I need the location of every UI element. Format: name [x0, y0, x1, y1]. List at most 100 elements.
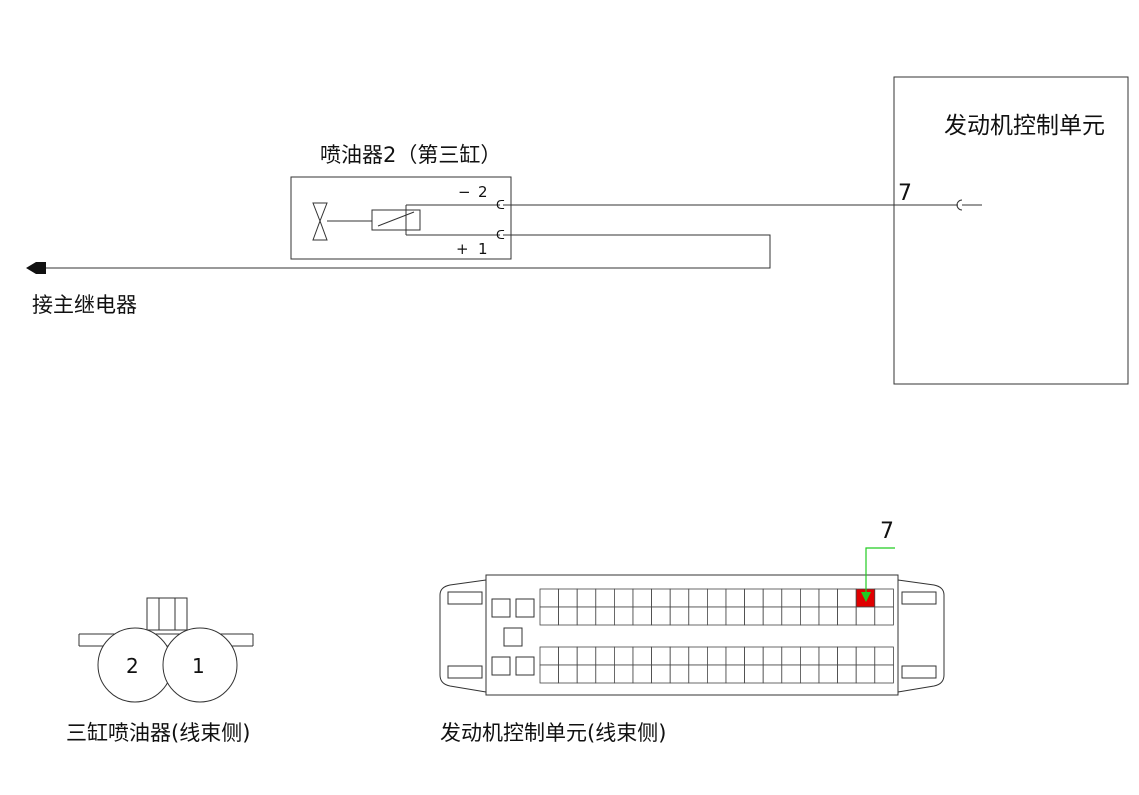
ecu-pin-cell — [632, 646, 653, 666]
ecu-pin-cell — [539, 646, 560, 666]
ecu-pin-cell — [725, 664, 746, 684]
ecu-pin-cell — [855, 646, 876, 666]
svg-text:ᑕ: ᑕ — [496, 198, 505, 212]
ecu-pin-cell — [800, 588, 820, 608]
connector-pin-2-label: 2 — [126, 654, 139, 678]
ecu-pin-cell — [781, 588, 801, 608]
ecu-pin-grid — [539, 588, 894, 684]
ecu-connector-pin-label: 7 — [880, 519, 894, 544]
connector-pin-1 — [162, 627, 238, 703]
pin-7-arrow-icon — [861, 592, 871, 602]
ecu-pin-cell — [874, 646, 894, 666]
ecu-box — [893, 76, 1129, 385]
ecu-pin-cell — [707, 664, 727, 684]
ecu-title: 发动机控制单元 — [944, 113, 1105, 139]
injector-box — [290, 176, 512, 260]
ecu-pin-cell — [725, 588, 746, 608]
ecu-pin-cell — [669, 646, 690, 666]
ecu-pin-cell — [669, 606, 690, 626]
ecu-connector-caption: 发动机控制单元(线束侧) — [440, 721, 666, 745]
relay-terminal-icon — [26, 262, 46, 274]
ecu-pin-cell — [669, 588, 690, 608]
ecu-pin-cell — [632, 664, 653, 684]
ecu-pin-cell — [558, 588, 578, 608]
ecu-pin-cell — [576, 646, 597, 666]
ecu-pin-cell — [725, 646, 746, 666]
injector-pin-bottom-sign: + — [456, 240, 469, 258]
ecu-pin-cell — [707, 588, 727, 608]
ecu-pin-cell — [837, 606, 857, 626]
ecu-pin-cell — [744, 606, 764, 626]
injector-title: 喷油器2（第三缸） — [320, 143, 501, 167]
ecu-pin-cell — [558, 606, 578, 626]
ecu-pin-cell — [688, 646, 708, 666]
ecu-pin-cell — [614, 664, 634, 684]
ecu-pin-cell — [651, 664, 671, 684]
ecu-pin-cell — [576, 664, 597, 684]
ecu-pin-cell — [855, 664, 876, 684]
ecu-pin-cell — [837, 646, 857, 666]
ecu-pin-cell — [837, 664, 857, 684]
ecu-pin-cell — [651, 606, 671, 626]
ecu-pin-cell — [781, 664, 801, 684]
ecu-symbol: 发动机控制单元 7 — [893, 76, 1129, 385]
ecu-pin-cell — [874, 588, 894, 608]
ecu-pin-cell — [688, 588, 708, 608]
ecu-pin-cell — [688, 664, 708, 684]
ecu-pin-cell — [874, 606, 894, 626]
ecu-pin-cell — [762, 588, 783, 608]
ecu-pin-cell — [614, 606, 634, 626]
injector-connector-caption: 三缸喷油器(线束侧) — [66, 721, 250, 745]
ecu-pin-cell — [595, 606, 615, 626]
ecu-pin-cell — [781, 606, 801, 626]
ecu-pin-cell — [874, 664, 894, 684]
ecu-pin-cell — [539, 606, 560, 626]
ecu-pin-cell — [558, 646, 578, 666]
ecu-pin-cell — [688, 606, 708, 626]
ecu-pin-cell — [576, 588, 597, 608]
ecu-pin-cell — [651, 646, 671, 666]
ecu-pin-cell — [707, 606, 727, 626]
wires: 接主继电器 — [26, 199, 982, 317]
ecu-pin-cell — [576, 606, 597, 626]
ecu-pin-cell — [818, 646, 839, 666]
ecu-pin-cell — [800, 646, 820, 666]
ecu-connector: 7 发动机控制单元(线束侧) — [439, 519, 945, 745]
ecu-pin-cell — [669, 664, 690, 684]
ecu-pin-cell — [744, 664, 764, 684]
ecu-pin-cell — [762, 606, 783, 626]
pin-7-pointer — [865, 547, 895, 600]
ecu-connector-body — [485, 574, 899, 696]
ecu-pin-number: 7 — [898, 181, 912, 206]
ecu-pin-cell — [781, 646, 801, 666]
ecu-pin-cell — [744, 646, 764, 666]
ecu-pin-cell — [818, 588, 839, 608]
injector-pin-top-sign: − — [458, 183, 471, 201]
ecu-pin-cell — [725, 606, 746, 626]
ecu-pin-cell — [651, 588, 671, 608]
ecu-pin-cell — [539, 588, 560, 608]
ecu-pin-cell — [595, 588, 615, 608]
ecu-pin-cell — [800, 606, 820, 626]
ecu-pin-cell — [632, 606, 653, 626]
ecu-pin-cell — [707, 646, 727, 666]
ecu-pin-cell — [855, 606, 876, 626]
ecu-pin-cell — [818, 664, 839, 684]
injector-2-symbol: 喷油器2（第三缸） 2 − 1 + ᑕ ᑕ — [290, 143, 512, 260]
ecu-pin-cell — [614, 646, 634, 666]
ecu-pin-cell — [632, 588, 653, 608]
ecu-pin-cell — [762, 646, 783, 666]
connector-pin-1-label: 1 — [192, 654, 205, 678]
injector-pin-top: 2 — [478, 183, 488, 201]
ecu-pin-cell — [818, 606, 839, 626]
solenoid-coil — [371, 209, 421, 231]
ecu-pin-cell — [614, 588, 634, 608]
ecu-pin-cell — [558, 664, 578, 684]
ecu-pin-cell — [762, 664, 783, 684]
ecu-pin-cell — [595, 646, 615, 666]
wire-injector-relay — [40, 234, 771, 269]
ecu-pin-cell — [837, 588, 857, 608]
injector-connector: 2 1 三缸喷油器(线束侧) — [66, 597, 254, 745]
svg-text:ᑕ: ᑕ — [496, 228, 505, 242]
